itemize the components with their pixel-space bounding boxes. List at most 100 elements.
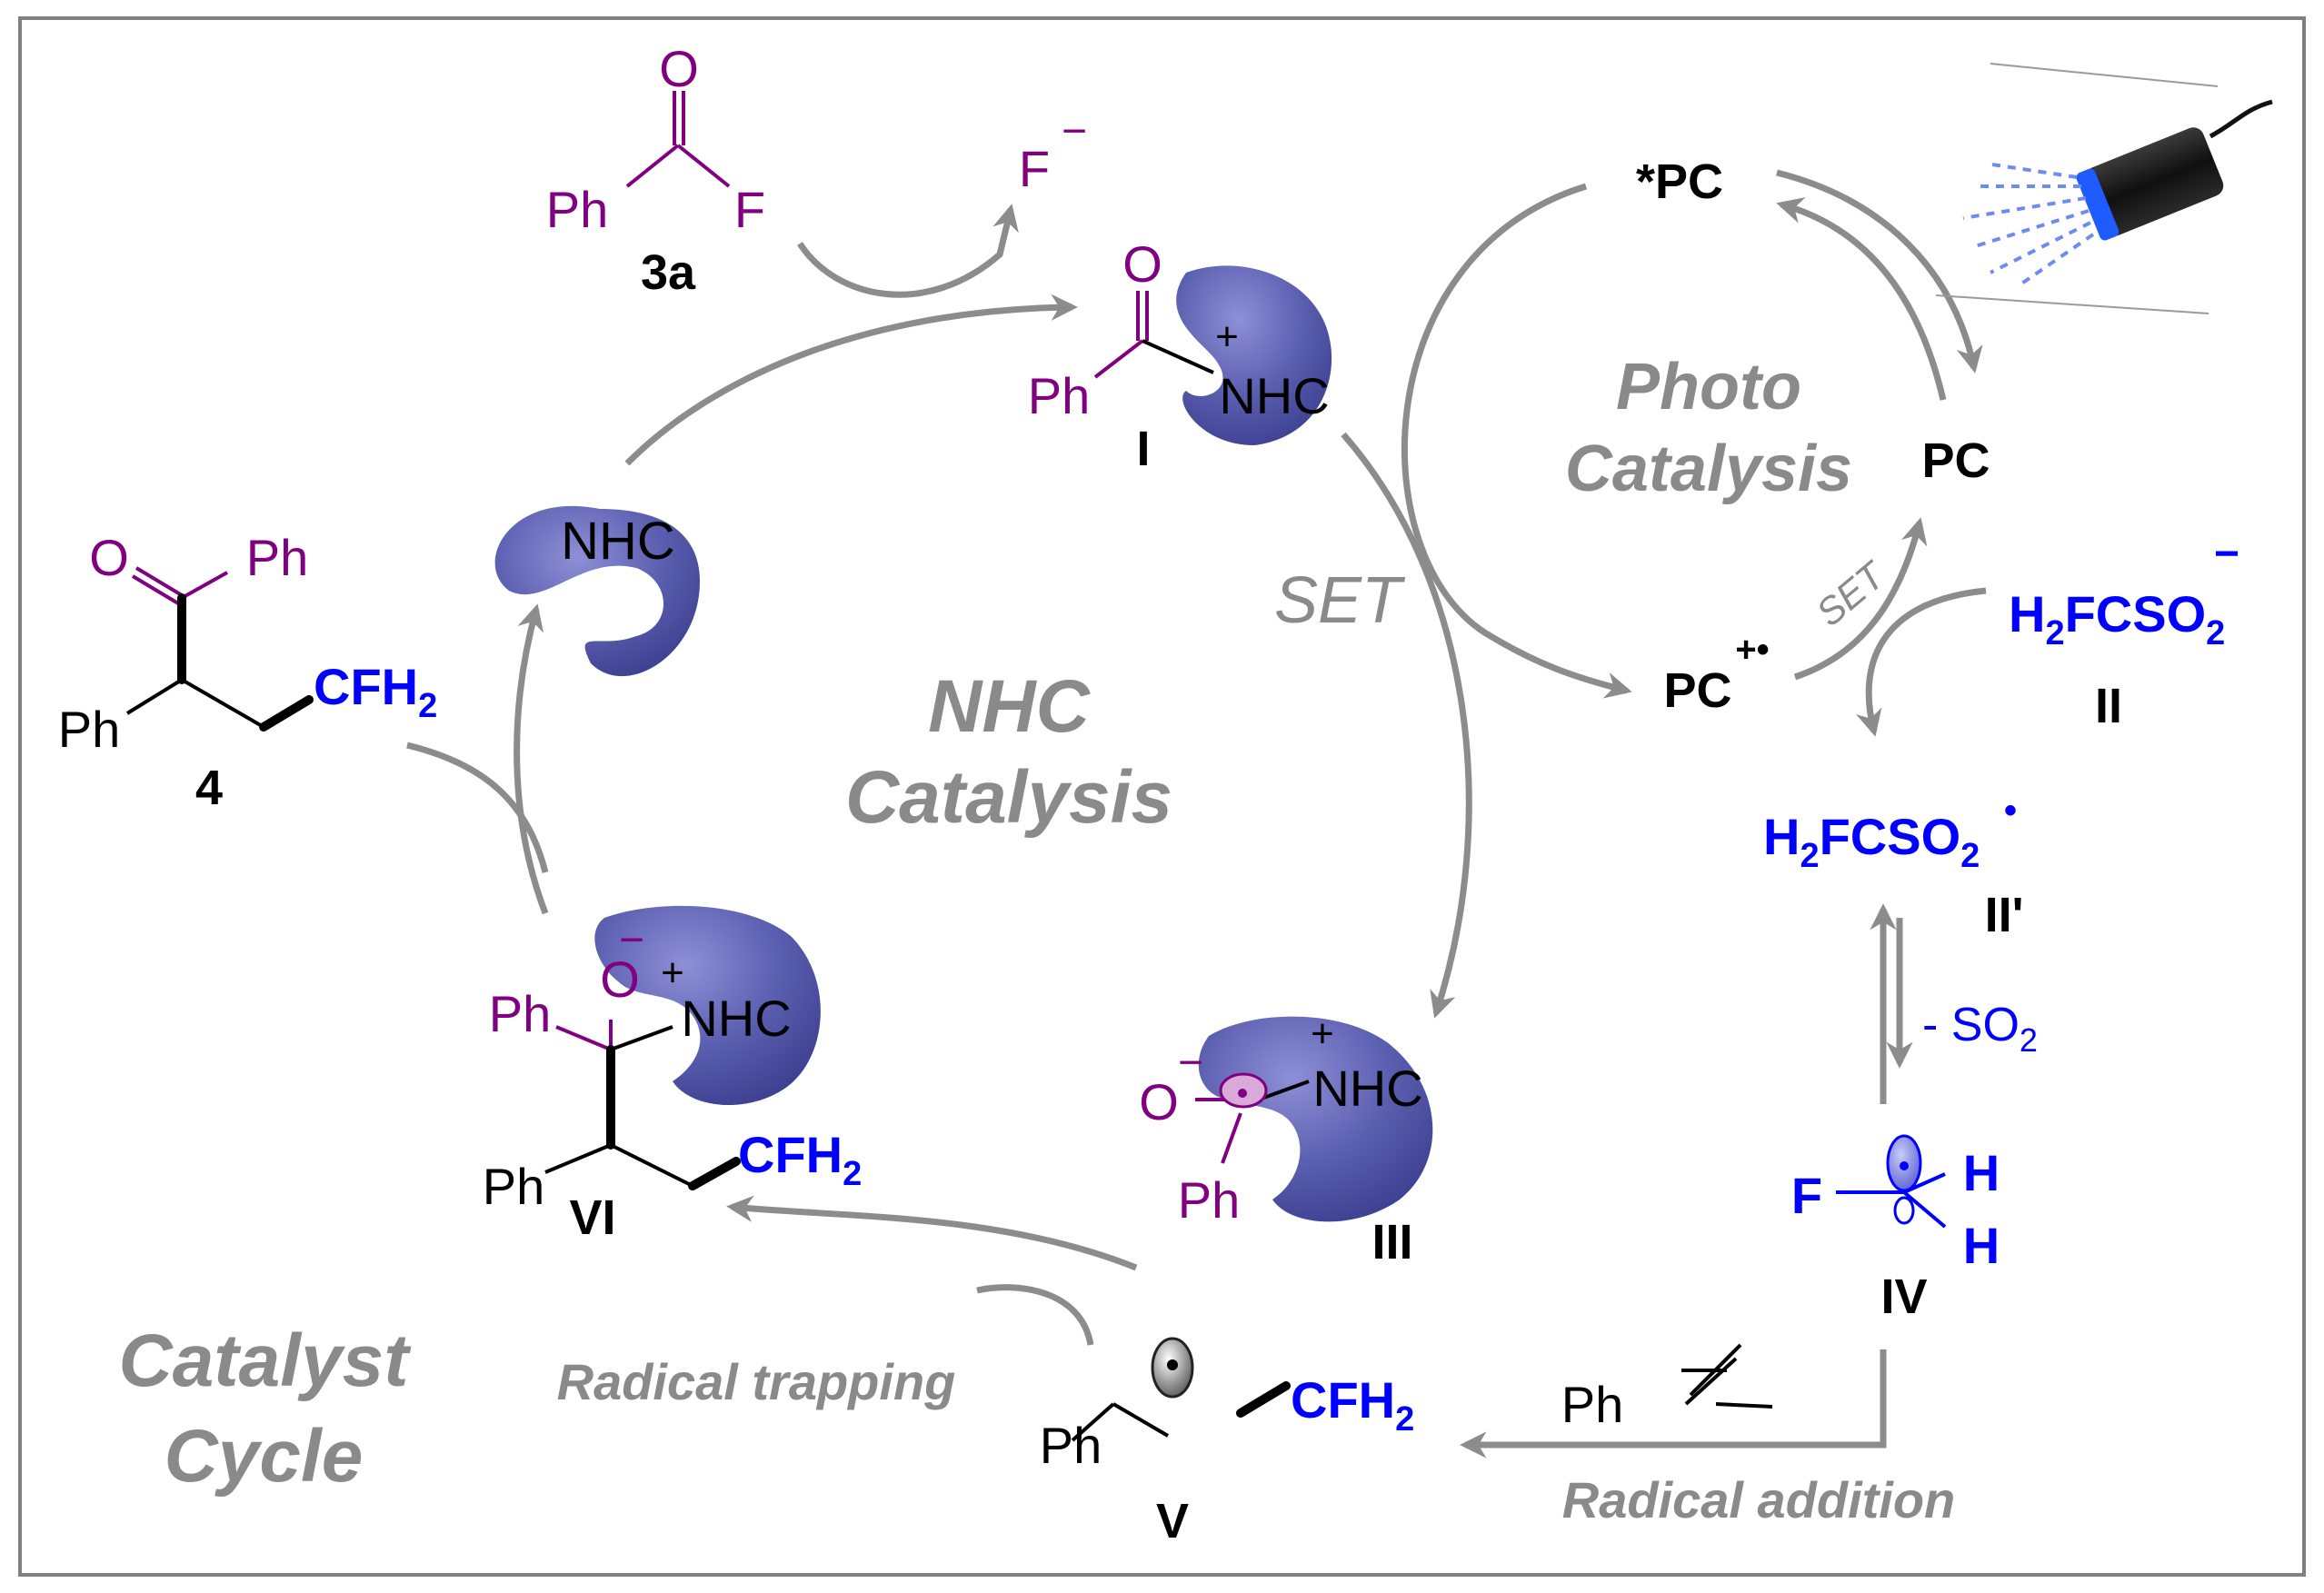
- lamp-cable: [2209, 99, 2273, 139]
- title-catalyst-cycle-line1: Catalyst: [118, 1319, 412, 1402]
- label-VI: VI: [569, 1190, 615, 1245]
- diagram-frame: [18, 16, 2306, 1577]
- lamp-lens: [2076, 168, 2120, 241]
- intermediate-III: O − + NHC Ph: [1139, 1011, 1422, 1229]
- bonds-bold: [177, 593, 1291, 1418]
- bonds-blue: [1836, 1172, 1947, 1229]
- 4-phenyl-ketone: Ph: [246, 529, 309, 586]
- arrow-pcstar-to-pc: [1776, 169, 1983, 373]
- title-photo-catalysis-line2: Catalysis: [1565, 433, 1852, 505]
- I-charge: +: [1215, 314, 1239, 359]
- V-phenyl: Ph: [1040, 1417, 1102, 1474]
- II-prime-formula: H2FCSO2: [1763, 808, 1980, 875]
- label-II-prime: II': [1985, 888, 2024, 942]
- bonds-black: [125, 339, 1773, 1442]
- IV-hydrogen-bottom: H: [1963, 1217, 2000, 1274]
- II-formula: H2FCSO2: [2009, 585, 2225, 652]
- arrow-3a-incoming: [797, 204, 1019, 298]
- step-minus-so2: - SO2: [1922, 999, 2038, 1059]
- title-nhc-catalysis-line2: Catalysis: [845, 756, 1172, 839]
- orbital-IV-dot: [1900, 1161, 1909, 1170]
- step-radical-addition: Radical addition: [1562, 1471, 1956, 1528]
- arrow-VI-to-nhc: [514, 603, 549, 915]
- IV-hydrogen-top: H: [1963, 1144, 2000, 1201]
- V-cfh2: CFH2: [1291, 1371, 1414, 1439]
- radical-orbitals: [1151, 1072, 1922, 1399]
- orbital-V-dot: [1167, 1359, 1178, 1370]
- light-rays: [1962, 162, 2095, 288]
- pc-ground: PC: [1921, 433, 1990, 488]
- sulfonyl-radical-II-prime: H2FCSO2 •: [1763, 791, 2017, 875]
- VI-nhc: NHC: [681, 990, 791, 1047]
- arrow-nhc-to-I: [624, 294, 1078, 466]
- arrow-4-release: [976, 1284, 1094, 1346]
- fluoride-charge: −: [1062, 107, 1087, 155]
- product-4: O Ph Ph CFH2: [58, 529, 437, 758]
- photo-cycle-arrows: [1401, 169, 1987, 1459]
- pc-cation: PC: [1663, 663, 1731, 718]
- arrow-pcstar-to-pccation: [1401, 183, 1632, 699]
- arrow-pccation-to-pc: [1793, 517, 1928, 681]
- fluoride-ion: F: [1019, 140, 1050, 197]
- styrene-phenyl: Ph: [1561, 1376, 1624, 1433]
- lamp-body: [2084, 127, 2224, 236]
- photocatalyst-species: *PC PC PC +•: [1636, 154, 1990, 718]
- label-V: V: [1156, 1494, 1189, 1548]
- label-3a: 3a: [641, 245, 696, 300]
- orbital-IV-lower: [1893, 1196, 1915, 1225]
- light-cone-top: [1990, 63, 2219, 87]
- VI-oxygen-charge: −: [619, 916, 644, 964]
- nhc-cycle-arrows: [406, 204, 1472, 1346]
- III-plus: +: [1311, 1011, 1334, 1056]
- light-source-lamp: [1935, 63, 2273, 314]
- arrow-product-branch: [406, 742, 549, 873]
- title-photo-catalysis-line1: Photo: [1616, 351, 1801, 423]
- 4-oxygen: O: [89, 529, 129, 586]
- II-charge: −: [2214, 530, 2239, 578]
- III-phenyl: Ph: [1178, 1171, 1241, 1229]
- 3a-oxygen: O: [659, 40, 699, 97]
- VI-cfh2: CFH2: [738, 1126, 862, 1193]
- I-oxygen: O: [1122, 235, 1162, 293]
- sulfinate-II: H2FCSO2 −: [2009, 530, 2239, 652]
- VI-plus: +: [661, 951, 684, 995]
- nhc-shape-I: [1176, 265, 1332, 445]
- nhc-catalyst-shapes: [494, 265, 1433, 1222]
- arrow-IV-to-V: [1460, 1349, 1887, 1459]
- III-oxygen: O: [1139, 1073, 1179, 1130]
- label-III: III: [1371, 1215, 1412, 1269]
- arrow-I-to-III: [1341, 432, 1472, 1019]
- step-radical-trapping: Radical trapping: [557, 1353, 956, 1410]
- step-set-main: SET: [1274, 564, 1406, 637]
- label-II: II: [2095, 679, 2122, 733]
- III-nhc: NHC: [1312, 1060, 1422, 1117]
- nhc-shape-III: [1198, 1016, 1433, 1222]
- nhc-shape-free: [494, 505, 700, 677]
- II-prime-radical-dot: •: [2004, 791, 2017, 831]
- 3a-fluorine: F: [734, 181, 765, 238]
- III-oxygen-charge: −: [1178, 1039, 1203, 1087]
- nhc-shape-VI: [594, 905, 821, 1106]
- pc-excited: *PC: [1636, 154, 1723, 209]
- title-nhc-catalysis-line1: NHC: [928, 665, 1091, 748]
- compound-3a: O Ph F: [546, 40, 765, 238]
- light-cone-bottom: [1935, 294, 2209, 314]
- 4-phenyl: Ph: [58, 701, 121, 758]
- label-4: 4: [195, 761, 223, 815]
- title-catalyst-cycle-line2: Cycle: [165, 1415, 364, 1498]
- step-set-small: SET: [1808, 552, 1894, 634]
- 4-cfh2: CFH2: [314, 658, 437, 725]
- I-nhc: NHC: [1219, 367, 1329, 424]
- intermediate-I: O Ph NHC +: [1028, 235, 1330, 424]
- arrow-pc-to-pcstar: [1776, 197, 1947, 401]
- label-I: I: [1136, 422, 1150, 476]
- VI-phenyl: Ph: [483, 1158, 545, 1215]
- I-phenyl: Ph: [1028, 367, 1091, 424]
- intermediate-VI: O − + NHC Ph Ph CFH2: [483, 916, 862, 1215]
- intermediate-V: Ph CFH2: [1040, 1371, 1414, 1474]
- radical-IV: F H H: [1791, 1144, 2000, 1274]
- arrow-sulfinate-to-radical: [1855, 587, 1987, 737]
- VI-phenyl-top: Ph: [489, 985, 552, 1042]
- free-nhc-label: NHC: [561, 512, 675, 571]
